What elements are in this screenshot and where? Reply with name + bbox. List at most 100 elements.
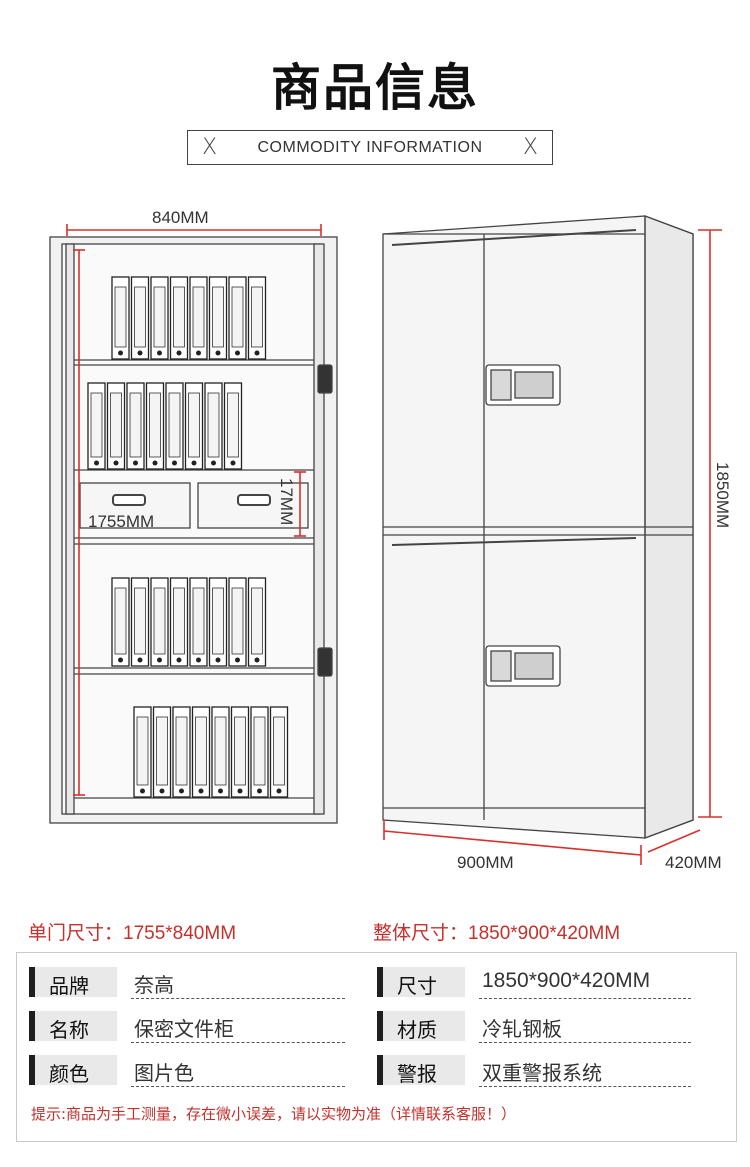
measurement-note: 提示:商品为手工测量，存在微小误差，请以实物为准（详情联系客服！） — [31, 1105, 517, 1123]
single-door-size: 单门尺寸：1755*840MM — [28, 918, 236, 945]
spec-value: 1850*900*420MM — [479, 969, 691, 999]
binder-ring — [230, 460, 236, 466]
binder-label-panel — [173, 286, 185, 348]
binder-label-panel — [114, 587, 127, 655]
binder-label-panel — [251, 587, 263, 655]
binder-ring — [196, 350, 201, 356]
spec-label-tag: 名称 — [29, 1011, 117, 1042]
binder-ring — [133, 460, 138, 466]
total-width-dimension-line — [383, 830, 642, 856]
spec-row-material: 材质 冷轧钢板 — [377, 1011, 707, 1043]
binder-ring — [215, 350, 221, 356]
spec-value: 冷轧钢板 — [479, 1013, 691, 1043]
inner-height-label: 1755MM — [88, 512, 154, 531]
binder-label-panel — [134, 587, 146, 655]
binder-ring — [113, 460, 119, 466]
x-decoration-right: X — [522, 135, 538, 160]
binder-label-panel — [134, 286, 146, 348]
binder-label-panel — [136, 716, 149, 786]
binder-label-panel — [253, 716, 266, 786]
spec-row-alarm: 警报 双重警报系统 — [377, 1055, 707, 1087]
binder-ring — [196, 657, 201, 663]
binder-label-panel — [195, 716, 207, 786]
binder-label-panel — [207, 392, 220, 458]
binder-label-panel — [153, 587, 166, 655]
binder-label-panel — [234, 716, 246, 786]
binder-label-panel — [188, 392, 200, 458]
binder-label-panel — [227, 392, 239, 458]
spec-label: 警报 — [397, 1062, 437, 1086]
binder-ring — [118, 350, 123, 356]
spec-label: 名称 — [49, 1018, 89, 1042]
binder-ring — [215, 657, 221, 663]
binder-ring — [176, 657, 182, 663]
binder-label-panel — [214, 716, 227, 786]
spec-label-tag: 颜色 — [29, 1055, 117, 1086]
binder-label-panel — [110, 392, 122, 458]
binder-ring — [179, 788, 184, 794]
spec-label: 品牌 — [49, 974, 89, 998]
binder-ring — [159, 788, 165, 794]
binder-ring — [176, 350, 182, 356]
binder-label-panel — [173, 587, 185, 655]
binder-ring — [94, 460, 99, 466]
binder-ring — [211, 460, 216, 466]
total-height-label: 1850MM — [713, 462, 732, 528]
binder-ring — [276, 788, 282, 794]
binder-label-panel — [212, 286, 224, 348]
single-door-size-label: 单门尺寸： — [28, 922, 124, 944]
spec-label-tag: 材质 — [377, 1011, 465, 1042]
binder-label-panel — [251, 286, 263, 348]
spec-value: 双重警报系统 — [479, 1057, 691, 1087]
spec-value: 奈高 — [131, 969, 345, 999]
spec-label: 尺寸 — [397, 974, 437, 998]
spec-row-name: 名称 保密文件柜 — [29, 1011, 359, 1043]
binder-label-panel — [175, 716, 188, 786]
inner-width-label: 840MM — [152, 208, 209, 227]
spec-row-color: 颜色 图片色 — [29, 1055, 359, 1087]
binder-label-panel — [273, 716, 285, 786]
binder-ring — [137, 350, 143, 356]
binder-ring — [157, 350, 162, 356]
binder-ring — [235, 350, 240, 356]
binder-ring — [172, 460, 177, 466]
binder-rows — [87, 276, 289, 798]
binder-label-panel — [153, 286, 166, 348]
x-decoration-left: X — [202, 135, 218, 160]
binder-label-panel — [212, 587, 224, 655]
binder-label-panel — [168, 392, 181, 458]
subtitle-banner: X COMMODITY INFORMATION X — [187, 130, 553, 165]
shelf-gap-label: 17MM — [277, 478, 296, 525]
spec-label: 材质 — [397, 1018, 437, 1042]
spec-row-size: 尺寸 1850*900*420MM — [377, 967, 707, 999]
total-width-label: 900MM — [457, 853, 514, 872]
binder-label-panel — [90, 392, 103, 458]
binder-ring — [218, 788, 223, 794]
binder-label-panel — [231, 286, 244, 348]
subtitle-label: COMMODITY INFORMATION — [257, 139, 483, 156]
spec-value: 图片色 — [131, 1057, 345, 1087]
binder-label-panel — [192, 286, 205, 348]
overall-size-value: 1850*900*420MM — [468, 923, 621, 944]
cabinet-dimension-drawing: 840MM 1755MM 17MM 1850MM 900MM 420MM — [49, 208, 732, 872]
binder-ring — [157, 657, 162, 663]
binder-ring — [137, 657, 143, 663]
single-door-size-value: 1755*840MM — [123, 923, 237, 944]
binder-label-panel — [114, 286, 127, 348]
binder-ring — [257, 788, 262, 794]
binder-label-panel — [192, 587, 205, 655]
overall-size: 整体尺寸：1850*900*420MM — [373, 918, 620, 945]
overall-size-label: 整体尺寸： — [373, 922, 469, 944]
closed-cabinet-illustration — [382, 215, 694, 839]
total-depth-label: 420MM — [665, 853, 722, 872]
binder-ring — [118, 657, 123, 663]
binder-ring — [254, 350, 260, 356]
total-depth-dimension-line — [647, 829, 701, 853]
binder-label-panel — [231, 587, 244, 655]
spec-label-tag: 警报 — [377, 1055, 465, 1086]
spec-value: 保密文件柜 — [131, 1013, 345, 1043]
binder-ring — [140, 788, 145, 794]
binder-label-panel — [156, 716, 168, 786]
spec-label-tag: 品牌 — [29, 967, 117, 998]
spec-row-brand: 品牌 奈高 — [29, 967, 359, 999]
